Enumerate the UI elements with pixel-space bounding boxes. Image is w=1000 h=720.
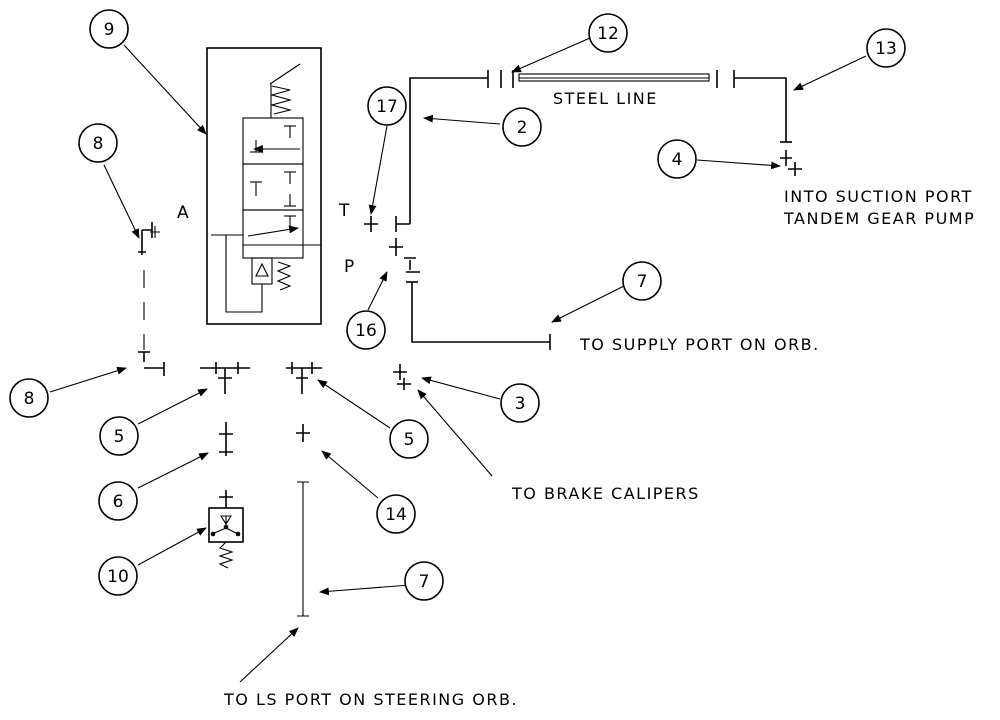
svg-text:12: 12 xyxy=(597,24,619,44)
svg-text:7: 7 xyxy=(637,272,648,292)
callout-3: 3 xyxy=(500,383,540,423)
svg-text:5: 5 xyxy=(114,427,125,447)
port-t-label: T xyxy=(338,201,350,221)
port-a-label: A xyxy=(177,203,189,223)
supply-port-note: TO SUPPLY PORT ON ORB. xyxy=(579,335,820,354)
suction-note-line2: TANDEM GEAR PUMP xyxy=(783,209,975,228)
fittings xyxy=(138,70,802,617)
callout-5-left: 5 xyxy=(99,416,139,456)
svg-text:10: 10 xyxy=(107,567,129,587)
callout-16: 16 xyxy=(346,310,386,350)
svg-text:3: 3 xyxy=(515,394,526,414)
callout-17: 17 xyxy=(367,86,407,126)
steel-line-label: STEEL LINE xyxy=(553,89,658,108)
callout-14: 14 xyxy=(376,494,416,534)
control-valve xyxy=(206,47,322,325)
leader-arrows xyxy=(49,37,867,683)
svg-text:7: 7 xyxy=(419,572,430,592)
svg-text:8: 8 xyxy=(24,389,35,409)
callout-7-upper: 7 xyxy=(622,261,662,301)
brake-calipers-note: TO BRAKE CALIPERS xyxy=(511,484,700,503)
callout-5-right: 5 xyxy=(389,419,429,459)
callout-9: 9 xyxy=(89,9,129,49)
callout-8-upper: 8 xyxy=(78,123,118,163)
callout-13: 13 xyxy=(866,28,906,68)
suction-note-line1: INTO SUCTION PORT xyxy=(784,187,973,206)
callout-12: 12 xyxy=(588,13,628,53)
callout-6: 6 xyxy=(98,481,138,521)
svg-text:9: 9 xyxy=(104,20,115,40)
svg-text:17: 17 xyxy=(376,97,398,117)
callout-7-lower: 7 xyxy=(404,561,444,601)
callout-2: 2 xyxy=(502,107,542,147)
callout-8-lower: 8 xyxy=(9,378,49,418)
port-p-label: P xyxy=(344,257,354,277)
svg-text:6: 6 xyxy=(113,492,124,512)
callout-10: 10 xyxy=(98,556,138,596)
svg-text:2: 2 xyxy=(517,118,528,138)
svg-text:8: 8 xyxy=(93,134,104,154)
svg-text:14: 14 xyxy=(385,505,407,525)
ls-port-note: TO LS PORT ON STEERING ORB. xyxy=(223,690,518,709)
svg-text:16: 16 xyxy=(355,321,377,341)
svg-text:5: 5 xyxy=(404,430,415,450)
svg-text:13: 13 xyxy=(875,39,897,59)
svg-text:4: 4 xyxy=(672,150,683,170)
callout-4: 4 xyxy=(657,139,697,179)
